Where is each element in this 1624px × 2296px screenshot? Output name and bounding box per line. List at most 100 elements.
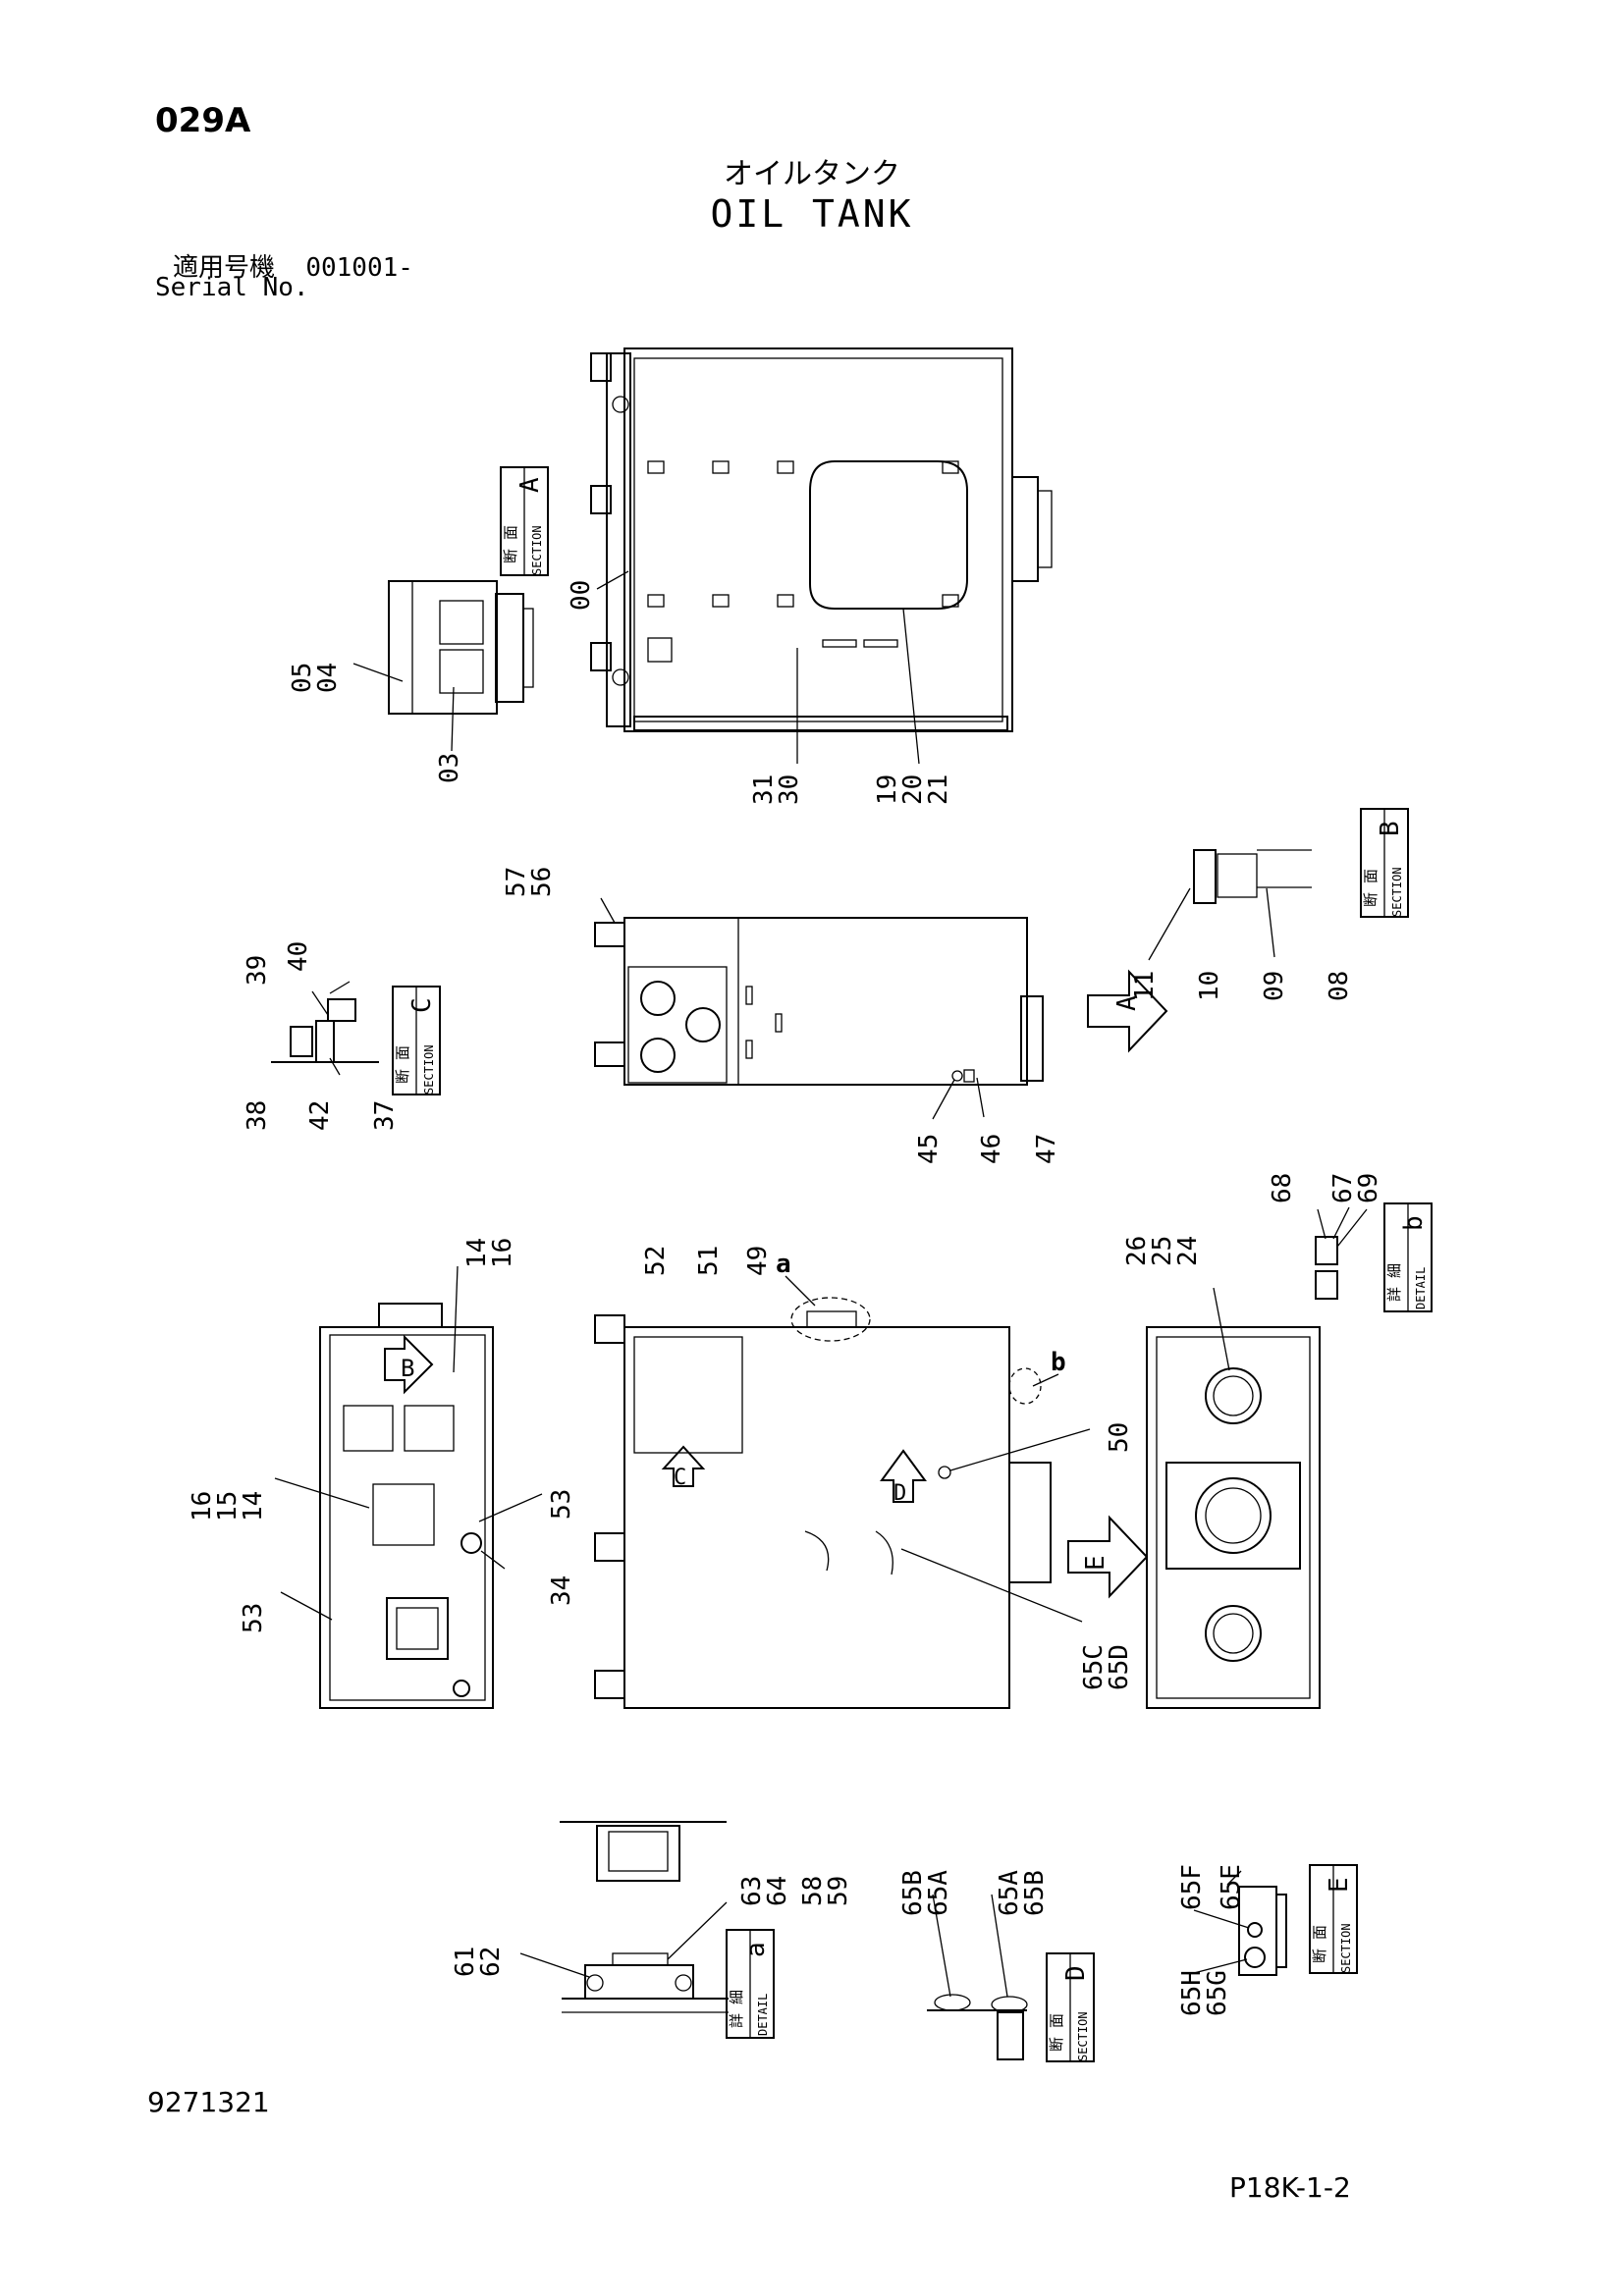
callout-65H: 65H bbox=[1177, 1970, 1207, 2016]
callout-46: 46 bbox=[977, 1134, 1006, 1164]
callout-26: 26 bbox=[1122, 1236, 1152, 1266]
serial-line: 適用号機 001001- bbox=[173, 247, 413, 284]
callout-03: 03 bbox=[435, 753, 464, 783]
view-arrow-a-letter: A bbox=[1112, 995, 1142, 1011]
callout-04: 04 bbox=[313, 663, 343, 693]
callout-65C: 65C bbox=[1079, 1644, 1109, 1690]
callout-21: 21 bbox=[924, 774, 953, 805]
section-box-a-letter: A bbox=[515, 477, 545, 493]
detail-box-a-jp: 詳 細 bbox=[728, 1990, 745, 2028]
callout-20: 20 bbox=[898, 774, 928, 805]
callout-31: 31 bbox=[749, 774, 779, 805]
callout-09: 09 bbox=[1260, 971, 1289, 1001]
view-arrow-c-letter: C bbox=[674, 1466, 686, 1490]
callout-58: 58 bbox=[798, 1876, 828, 1906]
callout-05: 05 bbox=[288, 663, 317, 693]
callout-labels: 00 05 04 03 31 30 19 20 21 57 56 39 40 3… bbox=[188, 580, 1383, 2016]
callout-39: 39 bbox=[243, 955, 272, 986]
main-top-view bbox=[590, 347, 1053, 765]
section-box-d: 断 面 SECTION D bbox=[1046, 1952, 1095, 2062]
detail-letter-a: a bbox=[776, 1250, 791, 1279]
section-box-c: 断 面 SECTION C bbox=[392, 986, 441, 1095]
callout-68: 68 bbox=[1268, 1173, 1297, 1203]
callout-53-right: 53 bbox=[547, 1489, 576, 1520]
drawing-code: 029A bbox=[155, 101, 251, 140]
plan-center-view bbox=[594, 1297, 1091, 1709]
plan-right-view bbox=[1146, 1287, 1321, 1709]
section-b-view bbox=[1148, 849, 1312, 961]
callout-15: 15 bbox=[213, 1491, 243, 1522]
callout-61: 61 bbox=[451, 1947, 480, 1977]
detail-letter-b: b bbox=[1051, 1348, 1066, 1377]
callout-69: 69 bbox=[1354, 1173, 1383, 1203]
section-box-a-jp: 断 面 bbox=[502, 525, 519, 563]
section-box-a: 断 面 SECTION A bbox=[500, 466, 549, 576]
callout-47: 47 bbox=[1032, 1134, 1061, 1164]
side-view bbox=[594, 897, 1044, 1120]
callout-65A-left: 65A bbox=[924, 1870, 953, 1916]
serial-label-jp: 適用号機 bbox=[173, 253, 276, 283]
section-box-e-letter: E bbox=[1325, 1877, 1354, 1893]
callout-37: 37 bbox=[370, 1100, 400, 1131]
section-box-e-jp: 断 面 bbox=[1311, 1925, 1328, 1963]
callout-51: 51 bbox=[694, 1246, 724, 1276]
serial-value: 001001- bbox=[305, 253, 413, 283]
callout-30: 30 bbox=[775, 774, 804, 805]
section-box-b-jp: 断 面 bbox=[1362, 869, 1380, 907]
callout-45: 45 bbox=[914, 1134, 944, 1164]
callout-40: 40 bbox=[284, 941, 313, 972]
callout-14-lower: 14 bbox=[239, 1491, 268, 1522]
section-box-c-letter: C bbox=[407, 997, 437, 1013]
document-number: 9271321 bbox=[147, 2086, 270, 2118]
callout-56: 56 bbox=[527, 867, 557, 897]
callout-34: 34 bbox=[547, 1575, 576, 1606]
callout-65A-right: 65A bbox=[995, 1870, 1024, 1916]
section-box-b-letter: B bbox=[1376, 821, 1405, 836]
callout-62: 62 bbox=[476, 1947, 506, 1977]
callout-65F: 65F bbox=[1177, 1864, 1207, 1910]
detail-box-b-jp: 詳 細 bbox=[1385, 1263, 1403, 1302]
detail-b-view bbox=[1315, 1206, 1368, 1300]
callout-42: 42 bbox=[305, 1100, 335, 1131]
callout-59: 59 bbox=[824, 1876, 853, 1906]
callout-10: 10 bbox=[1195, 971, 1224, 1001]
callout-16-lower: 16 bbox=[188, 1491, 217, 1522]
callout-63: 63 bbox=[737, 1876, 767, 1906]
section-box-b-en: SECTION bbox=[1390, 867, 1404, 917]
page-reference: P18K-1-2 bbox=[1229, 2171, 1351, 2204]
callout-65B-right: 65B bbox=[1020, 1870, 1050, 1916]
callout-00: 00 bbox=[567, 580, 596, 611]
section-box-e: 断 面 SECTION E bbox=[1309, 1864, 1358, 1974]
callout-08: 08 bbox=[1325, 971, 1354, 1001]
callout-14-upper: 14 bbox=[462, 1238, 492, 1268]
callout-53-left: 53 bbox=[239, 1603, 268, 1633]
callout-50: 50 bbox=[1105, 1422, 1134, 1453]
detail-box-b: 詳 細 DETAIL b bbox=[1383, 1202, 1433, 1312]
detail-box-a: 詳 細 DETAIL a bbox=[726, 1929, 775, 2039]
callout-65G: 65G bbox=[1203, 1970, 1232, 2016]
detail-a-view bbox=[519, 1821, 729, 2013]
plan-left-view bbox=[274, 1265, 543, 1709]
callout-65D: 65D bbox=[1105, 1644, 1134, 1690]
view-arrow-d-letter: D bbox=[893, 1481, 906, 1506]
callout-57: 57 bbox=[502, 867, 531, 897]
callout-19: 19 bbox=[873, 774, 902, 805]
callout-49: 49 bbox=[743, 1246, 773, 1276]
detail-box-b-en: DETAIL bbox=[1414, 1267, 1428, 1309]
detail-box-a-letter: a bbox=[741, 1942, 771, 1957]
section-box-c-jp: 断 面 bbox=[394, 1045, 411, 1084]
section-box-c-en: SECTION bbox=[422, 1044, 436, 1095]
callout-25: 25 bbox=[1148, 1236, 1177, 1266]
section-a-view bbox=[352, 580, 534, 752]
callout-52: 52 bbox=[641, 1246, 671, 1276]
section-box-a-en: SECTION bbox=[530, 525, 544, 575]
serial-label-en: Serial No. bbox=[155, 273, 309, 302]
callout-65B-left: 65B bbox=[898, 1870, 928, 1916]
title-english: OIL TANK bbox=[710, 192, 914, 236]
callout-65E: 65E bbox=[1217, 1864, 1246, 1910]
callout-67: 67 bbox=[1328, 1173, 1358, 1203]
callout-64: 64 bbox=[763, 1876, 792, 1906]
section-d-view bbox=[927, 1894, 1028, 2060]
section-box-e-en: SECTION bbox=[1339, 1923, 1353, 1973]
